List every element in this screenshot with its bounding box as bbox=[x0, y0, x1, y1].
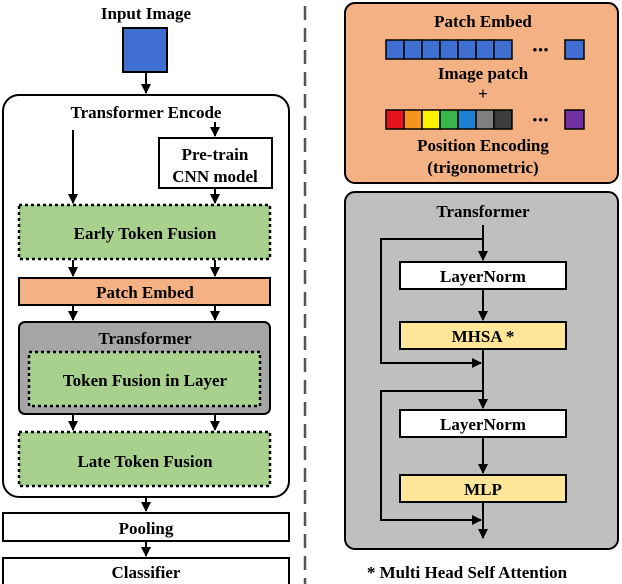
classifier-label: Classifier bbox=[112, 563, 181, 582]
mlp-box bbox=[399, 474, 567, 503]
layernorm-1-box bbox=[399, 261, 567, 290]
position-encoding-last bbox=[564, 109, 585, 130]
cnn-line-2: CNN model bbox=[172, 167, 258, 186]
encoder-title: Transformer Encode bbox=[71, 103, 222, 122]
position-encoding-square-7 bbox=[493, 109, 513, 130]
late-token-fusion-label: Late Token Fusion bbox=[77, 452, 213, 471]
plus-sign: + bbox=[478, 84, 488, 103]
input-image-square bbox=[122, 27, 168, 73]
residual-connection-1 bbox=[380, 238, 483, 368]
image-patch-label: Image patch bbox=[438, 64, 529, 83]
cnn-line-1: Pre-train bbox=[182, 145, 249, 164]
residual-connection-2 bbox=[380, 390, 483, 525]
position-encoding-square-5 bbox=[457, 109, 477, 130]
patch-embed-bar bbox=[18, 277, 271, 306]
image-patch-square-4 bbox=[439, 39, 459, 60]
classifier-box bbox=[2, 557, 290, 584]
token-fusion-in-layer-box bbox=[27, 350, 262, 408]
mhsa-label: MHSA * bbox=[452, 327, 515, 346]
layernorm-2-box bbox=[399, 409, 567, 438]
pooling-label: Pooling bbox=[119, 519, 174, 538]
image-patch-last bbox=[564, 39, 585, 60]
pooling-box bbox=[2, 512, 290, 542]
layernorm-2-label: LayerNorm bbox=[440, 415, 526, 434]
layernorm-1-label: LayerNorm bbox=[440, 267, 526, 286]
position-encoding-square-6 bbox=[475, 109, 495, 130]
position-encoding-square-1 bbox=[385, 109, 405, 130]
position-ellipsis: ••• bbox=[533, 112, 550, 127]
transformer-block-title: Transformer bbox=[98, 329, 192, 348]
position-encoding-line-1: Position Encoding bbox=[417, 136, 549, 155]
image-patch-square-6 bbox=[475, 39, 495, 60]
image-patch-row bbox=[385, 39, 513, 60]
image-patch-ellipsis: ••• bbox=[533, 42, 550, 57]
patch-embed-label: Patch Embed bbox=[96, 283, 194, 302]
position-encoding-line-2: (trigonometric) bbox=[427, 158, 538, 177]
position-encoding-row bbox=[385, 109, 513, 130]
transformer-panel-title: Transformer bbox=[436, 202, 530, 221]
footnote: * Multi Head Self Attention bbox=[367, 563, 568, 582]
early-token-fusion-box bbox=[17, 203, 272, 261]
position-encoding-square-2 bbox=[403, 109, 423, 130]
mhsa-box bbox=[399, 321, 567, 350]
pretrain-cnn-box bbox=[158, 137, 273, 189]
late-token-fusion-box bbox=[17, 430, 272, 488]
position-encoding-square-4 bbox=[439, 109, 459, 130]
mlp-label: MLP bbox=[464, 480, 502, 499]
position-encoding-square-3 bbox=[421, 109, 441, 130]
image-patch-square-3 bbox=[421, 39, 441, 60]
early-token-fusion-label: Early Token Fusion bbox=[74, 224, 217, 243]
input-image-label: Input Image bbox=[101, 4, 192, 23]
image-patch-square-7 bbox=[493, 39, 513, 60]
token-fusion-in-layer-label: Token Fusion in Layer bbox=[63, 371, 228, 390]
image-patch-square-2 bbox=[403, 39, 423, 60]
image-patch-square-5 bbox=[457, 39, 477, 60]
image-patch-square-1 bbox=[385, 39, 405, 60]
patch-embed-panel-title: Patch Embed bbox=[434, 12, 532, 31]
